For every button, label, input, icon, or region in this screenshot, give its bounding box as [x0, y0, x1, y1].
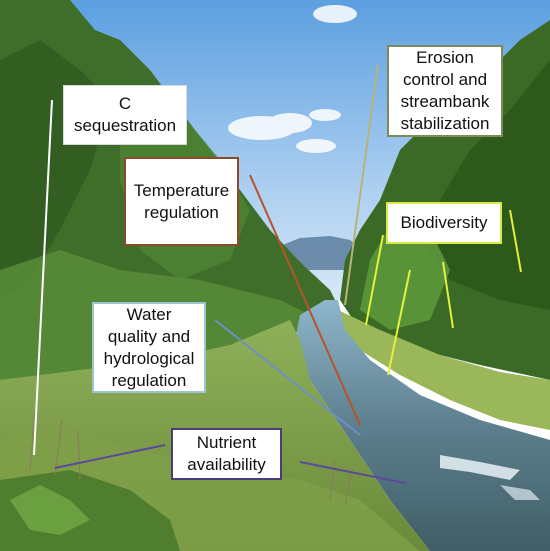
leader-line-biodiversity-1 — [365, 234, 384, 326]
label-biodiversity-text: Biodiversity — [400, 213, 488, 232]
label-c-sequestration-text: C sequestration — [73, 94, 177, 135]
label-erosion-control: Erosion control and streambank stabiliza… — [387, 45, 503, 137]
leader-line-water-quality — [214, 319, 361, 436]
clouds — [228, 5, 357, 153]
leader-line-biodiversity-3 — [442, 261, 454, 329]
leader-line-nutrient-1 — [54, 444, 166, 469]
leader-line-erosion-control — [344, 64, 379, 306]
label-temperature-regulation: Temperature regulation — [124, 157, 239, 246]
label-water-quality: Water quality and hydrological regulatio… — [92, 302, 206, 393]
label-nutrient-availability: Nutrient availability — [171, 428, 282, 480]
leader-line-biodiversity-2 — [387, 269, 411, 376]
right-bank — [338, 310, 550, 430]
leader-line-biodiversity-4 — [509, 209, 522, 273]
river — [295, 300, 550, 551]
label-temperature-regulation-text: Temperature regulation — [133, 180, 230, 222]
leader-line-c-sequestration — [33, 99, 53, 456]
label-nutrient-availability-text: Nutrient availability — [187, 433, 266, 474]
label-water-quality-text: Water quality and hydrological regulatio… — [103, 304, 195, 390]
leader-line-nutrient-2 — [299, 461, 406, 484]
label-erosion-control-text: Erosion control and streambank stabiliza… — [400, 48, 490, 133]
label-c-sequestration: C sequestration — [63, 85, 187, 145]
leader-line-temperature-regulation — [249, 174, 361, 426]
label-biodiversity: Biodiversity — [386, 202, 502, 244]
